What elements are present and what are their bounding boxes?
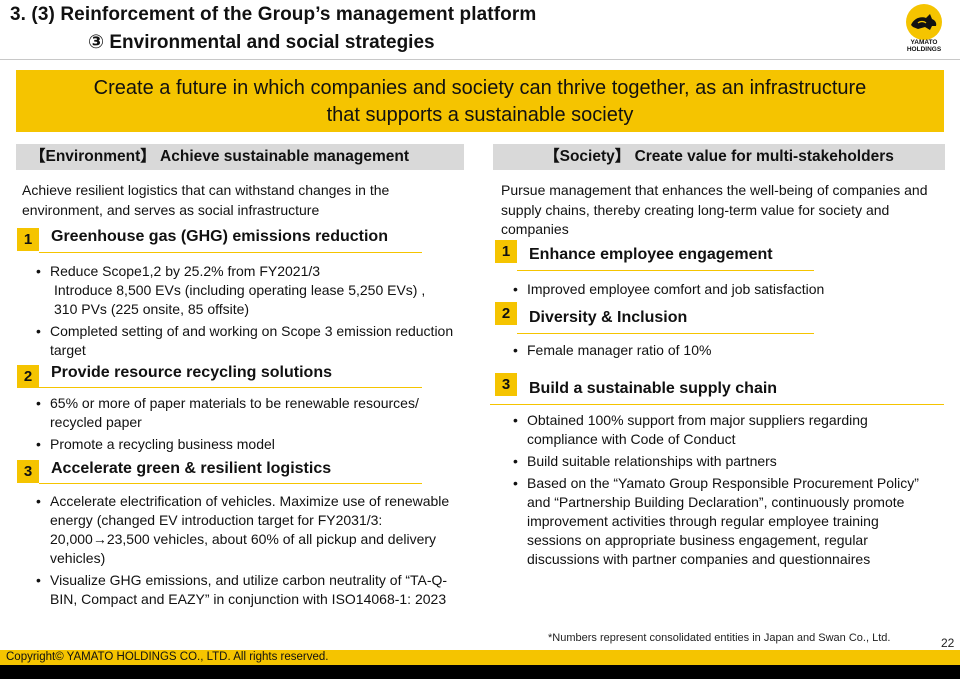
environment-item-3-bullets: Accelerate electrification of vehicles. … — [34, 492, 464, 612]
society-item-1-title: Enhance employee engagement — [529, 246, 773, 263]
page-number: 22 — [941, 636, 955, 650]
environment-section-header: 【Environment】 Achieve sustainable manage… — [16, 144, 464, 170]
yamato-logo: YAMATO HOLDINGS — [896, 4, 952, 56]
list-item: Visualize GHG emissions, and utilize car… — [34, 571, 464, 609]
list-item: Completed setting of and working on Scop… — [34, 322, 464, 360]
bullet-subline: 310 PVs (225 onsite, 85 offsite) — [54, 301, 250, 317]
environment-item-2-title: Provide resource recycling solutions — [51, 364, 332, 381]
footnote: *Numbers represent consolidated entities… — [548, 632, 891, 644]
logo-text: YAMATO HOLDINGS — [906, 39, 942, 53]
footer-bar — [0, 650, 960, 665]
list-item: Build suitable relationships with partne… — [511, 452, 931, 471]
vision-line-1: Create a future in which companies and s… — [93, 77, 867, 99]
society-item-2-number: 2 — [495, 302, 517, 325]
society-item-1-number: 1 — [495, 240, 517, 263]
environment-item-3-number: 3 — [17, 460, 39, 483]
society-item-1-bullets: Improved employee comfort and job satisf… — [511, 280, 941, 302]
society-item-2-rule — [517, 333, 814, 334]
society-item-2-bullets: Female manager ratio of 10% — [511, 341, 941, 363]
bullet-text: Reduce Scope1,2 by 25.2% from FY2021/3 — [50, 263, 321, 279]
environment-item-1-bullets: Reduce Scope1,2 by 25.2% from FY2021/3 I… — [34, 262, 464, 363]
list-item: Promote a recycling business model — [34, 435, 464, 454]
slide-subtitle: ③ Environmental and social strategies — [88, 32, 435, 53]
environment-item-3-rule — [39, 483, 422, 484]
environment-item-1-title: Greenhouse gas (GHG) emissions reduction — [51, 228, 388, 245]
list-item: Reduce Scope1,2 by 25.2% from FY2021/3 I… — [34, 262, 464, 319]
society-item-2-title: Diversity & Inclusion — [529, 309, 688, 326]
slide-title: 3. (3) Reinforcement of the Group’s mana… — [10, 4, 537, 25]
environment-item-1-number: 1 — [17, 228, 39, 251]
society-section-header: 【Society】 Create value for multi-stakeho… — [493, 144, 945, 170]
environment-item-2-rule — [39, 387, 422, 388]
bullet-subline: Introduce 8,500 EVs (including operating… — [54, 282, 426, 298]
cat-logo-icon — [906, 4, 942, 40]
environment-item-2-number: 2 — [17, 365, 39, 388]
society-item-3-rule — [490, 404, 944, 405]
society-item-3-bullets: Obtained 100% support from major supplie… — [511, 411, 931, 572]
bottom-strip — [0, 665, 960, 679]
environment-intro: Achieve resilient logistics that can wit… — [22, 182, 390, 218]
environment-item-1-rule — [39, 252, 422, 253]
society-item-1-rule — [517, 270, 814, 271]
environment-item-2-bullets: 65% or more of paper materials to be ren… — [34, 394, 464, 457]
list-item: Accelerate electrification of vehicles. … — [34, 492, 464, 568]
vision-line-2: that supports a sustainable society — [326, 104, 634, 126]
society-intro: Pursue management that enhances the well… — [501, 182, 928, 237]
vision-text: Create a future in which companies and s… — [16, 70, 944, 129]
society-item-3-number: 3 — [495, 373, 517, 396]
list-item: Based on the “Yamato Group Responsible P… — [511, 474, 931, 569]
title-divider — [0, 59, 960, 60]
society-item-3-title: Build a sustainable supply chain — [529, 380, 778, 397]
list-item: Female manager ratio of 10% — [511, 341, 941, 360]
vision-banner: Create a future in which companies and s… — [16, 70, 944, 132]
list-item: 65% or more of paper materials to be ren… — [34, 394, 464, 432]
environment-item-3-title: Accelerate green & resilient logistics — [51, 460, 332, 477]
list-item: Improved employee comfort and job satisf… — [511, 280, 941, 299]
copyright: Copyright© YAMATO HOLDINGS CO., LTD. All… — [6, 651, 329, 663]
list-item: Obtained 100% support from major supplie… — [511, 411, 931, 449]
